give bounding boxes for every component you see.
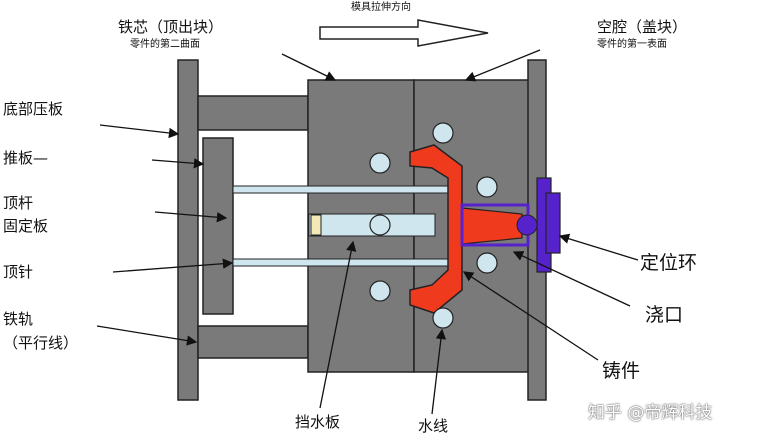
ejector-pin-label: 顶针 xyxy=(3,263,34,281)
casting-part xyxy=(409,144,463,314)
core-sublabel: 零件的第二曲面 xyxy=(130,39,200,50)
sprue-channel xyxy=(461,207,523,245)
bottom-clamp-plate xyxy=(177,59,199,401)
leader-water-line xyxy=(431,328,447,415)
water-hole xyxy=(432,122,454,144)
ejector-retainer-label-2: 固定板 xyxy=(3,217,49,235)
water-line-label: 水线 xyxy=(418,417,449,435)
rail-label-1: 铁轨 xyxy=(3,310,34,328)
rail-label-2: （平行线） xyxy=(3,334,79,352)
locating-ring-label: 定位环 xyxy=(640,252,698,274)
leader-sprue xyxy=(512,251,631,307)
core-label: 铁芯（顶出块） xyxy=(118,18,224,36)
cavity-sublabel: 零件的第一表面 xyxy=(597,39,667,50)
sprue-bushing-head xyxy=(516,214,538,236)
leader-ejector-pin xyxy=(112,258,234,273)
ejector-pin-lower xyxy=(232,258,450,267)
watermark: 知乎 @帝辉科技 xyxy=(588,403,713,423)
water-hole xyxy=(369,214,391,236)
ejector-pin-upper xyxy=(232,185,450,194)
water-hole xyxy=(369,280,391,302)
pull-direction-label: 模具拉伸方向 xyxy=(351,2,411,13)
leader-baffle xyxy=(319,240,357,409)
leader-cavity xyxy=(464,49,541,82)
leader-push-plate xyxy=(151,158,205,169)
sprue-label: 浇口 xyxy=(645,304,684,326)
rail-top xyxy=(197,95,309,131)
leader-casting xyxy=(462,271,599,361)
leader-bottom-plate xyxy=(99,124,180,139)
water-hole xyxy=(476,176,498,198)
water-hole xyxy=(432,307,454,329)
leader-locating-ring xyxy=(558,233,639,261)
push-plate-label: 推板— xyxy=(3,149,49,167)
cavity-label: 空腔（盖块） xyxy=(597,18,688,36)
locating-ring-inner xyxy=(545,192,561,254)
leader-core xyxy=(281,53,337,81)
water-hole xyxy=(476,252,498,274)
bottom-plate-label: 底部压板 xyxy=(3,100,64,118)
rail-bottom xyxy=(197,325,309,359)
ejector-retainer-label-1: 顶杆 xyxy=(3,194,34,212)
casting-label: 铸件 xyxy=(602,360,641,382)
leader-rail xyxy=(96,325,198,346)
baffle-end xyxy=(310,214,322,236)
baffle-label: 挡水板 xyxy=(295,413,341,431)
ejector-plate xyxy=(202,137,234,315)
leader-retainer xyxy=(154,211,228,223)
water-hole xyxy=(369,152,391,174)
pull-direction-arrow xyxy=(319,19,489,47)
